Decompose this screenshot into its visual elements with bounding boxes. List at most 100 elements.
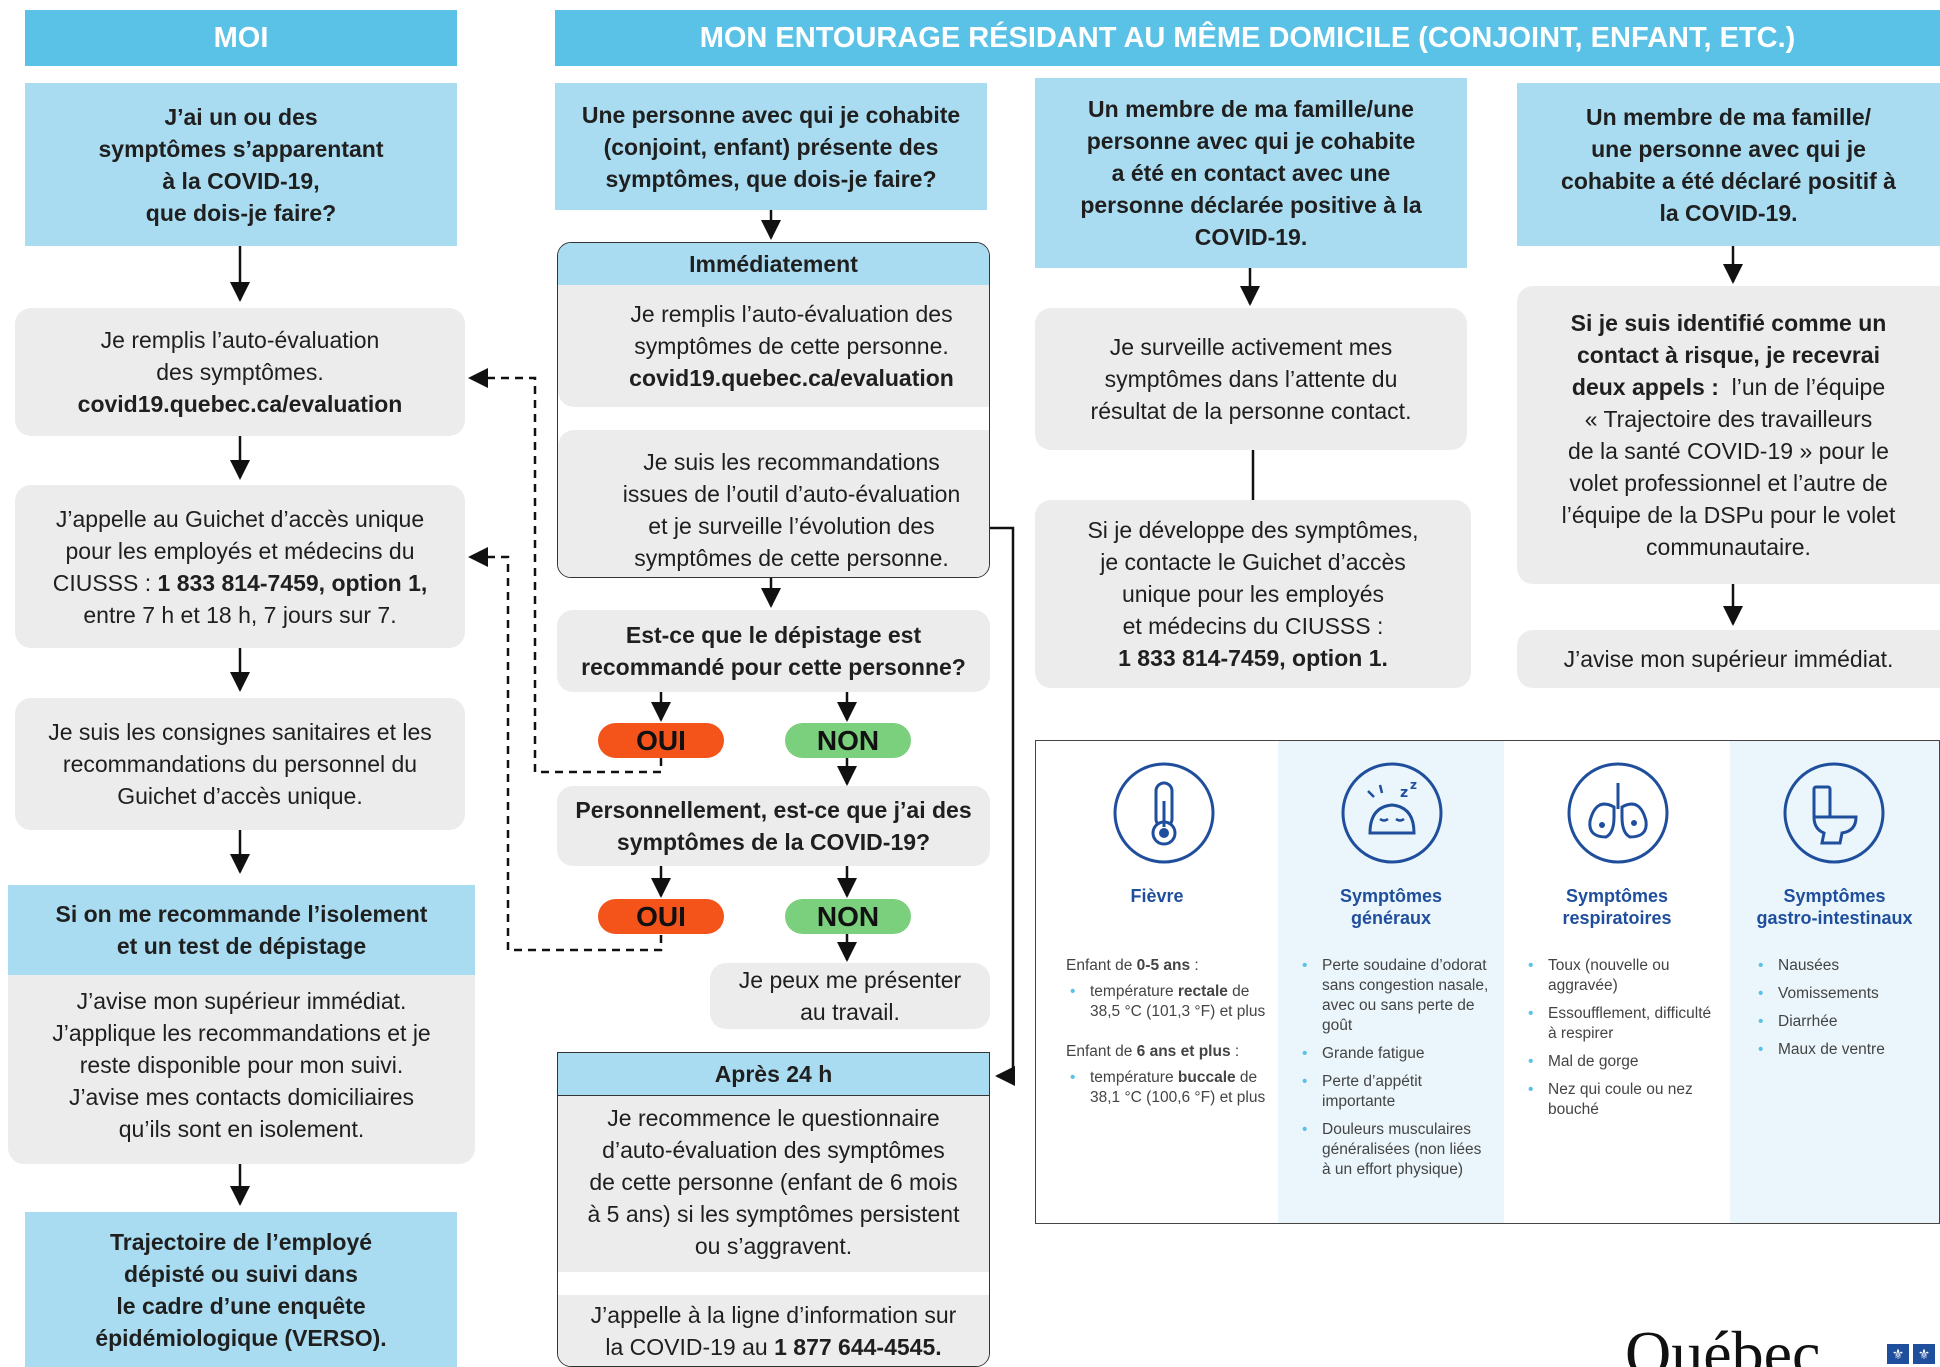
fever-column: Fièvre Enfant de 0-5 ans : température r… — [1036, 741, 1278, 1223]
moi-isolation-card: Si on me recommande l’isolement et un te… — [8, 885, 475, 1164]
fever-text: température — [1090, 983, 1178, 1000]
symptom-item: Vomissements — [1758, 984, 1933, 1004]
phone-number[interactable]: 1 833 814-7459, option 1. — [1118, 645, 1388, 671]
trajectory-line: Trajectoire de l’employé — [109, 1228, 373, 1255]
fleur-de-lis-icon: ⚜ — [1913, 1344, 1935, 1364]
question-line: a été en contact avec une — [1111, 160, 1391, 186]
personal-symptoms-question: Personnellement, est-ce que j’ai des sym… — [557, 786, 990, 866]
quebec-wordmark: Québec — [1625, 1322, 1821, 1367]
step-text: et médecins du CIUSSS : — [1122, 613, 1384, 639]
toilet-icon — [1783, 762, 1885, 864]
question-line: Une personne avec qui je cohabite — [581, 101, 961, 128]
symptom-item: Toux (nouvelle ou aggravée) — [1528, 956, 1720, 996]
question-line: Un membre de ma famille/ — [1585, 103, 1872, 130]
oui-badge: OUI — [598, 723, 724, 758]
symptoms-panel: Fièvre Enfant de 0-5 ans : température r… — [1035, 740, 1940, 1224]
evaluation-link[interactable]: covid19.quebec.ca/evaluation — [77, 391, 403, 417]
step-text: pour les employés et médecins du — [65, 537, 415, 564]
step-text: volet professionnel et l’autre de — [1569, 470, 1888, 496]
question-line: Est-ce que le dépistage est — [625, 622, 922, 648]
step-text: au travail. — [800, 999, 900, 1025]
moi-question-line: symptômes s’apparentant — [98, 135, 384, 162]
step-text: et je surveille l’évolution des — [648, 512, 935, 539]
step-text: l’un de l’équipe — [1718, 374, 1886, 400]
fever-text: buccale — [1177, 1069, 1236, 1086]
step-text: unique pour les employés — [1121, 581, 1385, 607]
symptom-item: Grande fatigue — [1302, 1044, 1494, 1064]
question-line: Un membre de ma famille/une — [1088, 96, 1414, 122]
non-badge: NON — [785, 899, 911, 934]
question-line: une personne avec qui je — [1591, 135, 1866, 162]
info-line-call: J’appelle à la ligne d’information sur l… — [558, 1295, 989, 1366]
fever-text: : — [1230, 1043, 1240, 1060]
isolation-line: qu’ils sont en isolement. — [118, 1116, 365, 1142]
isolation-line: reste disponible pour mon suivi. — [79, 1052, 404, 1078]
thermometer-icon — [1113, 762, 1215, 864]
immediately-title: Immédiatement — [558, 243, 989, 285]
step-text: symptômes de cette personne. — [634, 333, 949, 359]
symptom-item: Nez qui coule ou nez bouché — [1528, 1080, 1720, 1120]
moi-step-self-assessment: Je remplis l’auto-évaluation des symptôm… — [15, 308, 465, 436]
respiratory-column: Symptômes respiratoires Toux (nouvelle o… — [1504, 741, 1730, 1223]
moi-step-call-guichet: J’appelle au Guichet d’accès unique pour… — [15, 485, 465, 648]
step-text: entre 7 h et 18 h, 7 jours sur 7. — [83, 601, 397, 628]
step-text: Je suis les recommandations — [643, 448, 940, 475]
moi-question: J’ai un ou des symptômes s’apparentant à… — [25, 83, 457, 246]
trajectory-line: dépisté ou suivi dans — [124, 1260, 358, 1287]
svg-text:z: z — [1400, 785, 1408, 801]
isolation-line: J’avise mon supérieur immédiat. — [76, 988, 407, 1014]
step-text: symptômes dans l’attente du — [1104, 366, 1398, 392]
step-bold: deux appels : — [1571, 374, 1719, 400]
fever-item: température buccale de 38,1 °C (100,6 °F… — [1070, 1068, 1270, 1108]
isolation-title-line: et un test de dépistage — [116, 933, 367, 959]
fever-text: Enfant de — [1066, 957, 1137, 974]
general-column: z z Symptômes généraux Perte soudaine d’… — [1278, 741, 1504, 1223]
isolation-line: J’applique les recommandations et je — [52, 1020, 431, 1046]
question-line: COVID-19. — [1194, 224, 1308, 250]
info-phone-number[interactable]: 1 877 644-4545. — [774, 1334, 942, 1360]
step-text: J’appelle au Guichet d’accès unique — [55, 505, 425, 532]
step-text: Je peux me présenter — [738, 967, 962, 993]
question-line: symptômes, que dois-je faire? — [605, 165, 937, 192]
step-text: de cette personne (enfant de 6 mois — [589, 1169, 958, 1195]
symptom-item: Maux de ventre — [1758, 1040, 1933, 1060]
phone-number[interactable]: 1 833 814-7459, option 1, — [157, 569, 428, 596]
question-line: la COVID-19. — [1659, 199, 1798, 226]
fever-details: Enfant de 0-5 ans : température rectale … — [1066, 956, 1270, 1116]
imm-follow-recommendations: Je suis les recommandations issues de l’… — [558, 430, 989, 577]
step-text: CIUSSS : — [52, 569, 158, 596]
fever-text: Enfant de — [1066, 1043, 1137, 1060]
step-text: résultat de la personne contact. — [1090, 398, 1412, 424]
respiratory-title-line: respiratoires — [1562, 908, 1672, 928]
respiratory-list: Toux (nouvelle ou aggravée) Essoufflemen… — [1524, 956, 1720, 1128]
fever-title: Fièvre — [1130, 886, 1184, 906]
gastro-title-line: gastro-intestinaux — [1756, 908, 1913, 928]
immediately-panel: Immédiatement Je remplis l’auto-évaluati… — [557, 242, 990, 578]
fever-text: rectale — [1177, 983, 1228, 1000]
non-badge: NON — [785, 723, 911, 758]
symptom-item: Nausées — [1758, 956, 1933, 976]
general-title-line: généraux — [1350, 908, 1432, 928]
after-24h-panel: Après 24 h Je recommence le questionnair… — [557, 1052, 990, 1367]
question-line: symptômes de la COVID-19? — [616, 829, 931, 855]
general-list: Perte soudaine d’odorat sans congestion … — [1298, 956, 1494, 1188]
step-text: issues de l’outil d’auto-évaluation — [622, 480, 961, 507]
gastro-title: Symptômes gastro-intestinaux — [1730, 885, 1939, 929]
step-text: des symptômes. — [156, 359, 324, 385]
cohabitant-question: Une personne avec qui je cohabite (conjo… — [555, 83, 987, 210]
after-24h-body: Je recommence le questionnaire d’auto-év… — [558, 1096, 989, 1272]
general-title-line: Symptômes — [1339, 886, 1443, 906]
trajectory-verso: Trajectoire de l’employé dépisté ou suiv… — [25, 1212, 457, 1367]
step-bold: contact à risque, je recevrai — [1577, 342, 1880, 368]
isolation-title-line: Si on me recommande l’isolement — [55, 901, 428, 927]
evaluation-link[interactable]: covid19.quebec.ca/evaluation — [629, 365, 954, 391]
step-text: à 5 ans) si les symptômes persistent — [587, 1201, 960, 1227]
moi-step-follow-instructions: Je suis les consignes sanitaires et les … — [15, 698, 465, 830]
go-to-work: Je peux me présenter au travail. — [710, 963, 990, 1029]
symptom-item: Essoufflement, difficulté à respirer — [1528, 1004, 1720, 1044]
step-text: je contacte le Guichet d’accès — [1100, 549, 1406, 575]
question-line: recommandé pour cette personne? — [581, 654, 966, 680]
isolation-line: J’avise mes contacts domiciliaires — [68, 1084, 415, 1110]
step-text: de la santé COVID-19 » pour le — [1568, 438, 1889, 464]
